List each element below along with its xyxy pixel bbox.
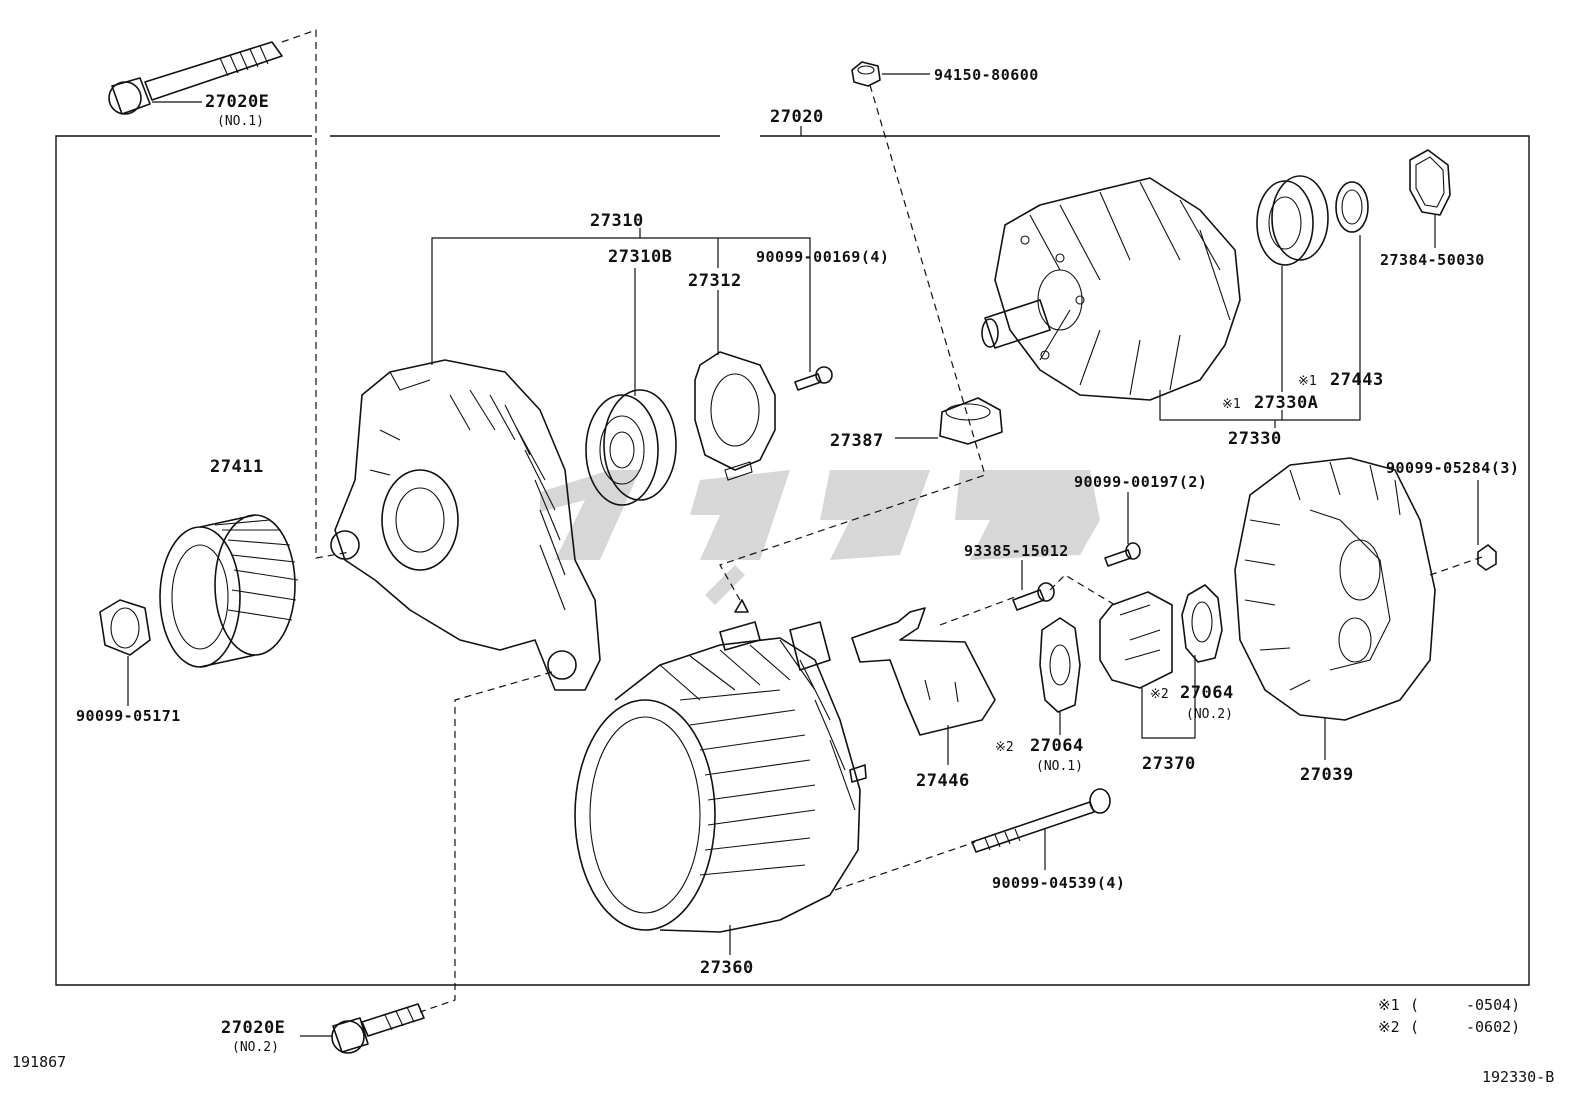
bearing-cover [1335, 181, 1369, 233]
brush-gasket-no1 [1039, 617, 1081, 735]
label-nut-05284: 90099-05284(3) [1386, 459, 1519, 477]
label-brush-gasket-1-sub: (NO.1) [1036, 759, 1083, 774]
label-brush-gasket-2: 27064 [1180, 683, 1234, 703]
brush-gasket-no2 [1181, 584, 1223, 663]
stator-frame [574, 599, 867, 955]
drive-end-bracket [431, 228, 811, 396]
label-bearing-cover: 27443 [1330, 370, 1384, 390]
label-nut-top: 94150-80600 [934, 66, 1039, 84]
label-bolt-bottom: 27020E [221, 1018, 285, 1038]
label-through-bolt: 90099-04539(4) [992, 874, 1125, 892]
label-assembly: 27020 [770, 107, 824, 127]
assembly-frame [55, 126, 1530, 986]
mount-bolt-no1 [108, 41, 283, 115]
label-terminal-insulator: 27446 [916, 771, 970, 791]
screw-00197 [1104, 492, 1141, 567]
label-brush-gasket-2-sub: (NO.2) [1186, 707, 1233, 722]
retainer-screw [794, 366, 833, 391]
label-rear-bearing: 27330A [1254, 393, 1318, 413]
nut-top [851, 61, 930, 87]
label-retainer-plate: 27312 [688, 271, 742, 291]
label-brush-holder: 27370 [1142, 754, 1196, 774]
pulley [159, 514, 299, 668]
through-bolt [971, 788, 1111, 870]
label-bearing-cover-mark: ※1 [1298, 374, 1317, 389]
label-drive-end-frame: 27310 [590, 211, 644, 231]
part-labels: 27020 27020E (NO.1) 94150-80600 27310 27… [76, 66, 1519, 1055]
rotor-bracket [1159, 235, 1361, 428]
watermark-logo [540, 470, 1100, 605]
label-seal: 27387 [830, 431, 884, 451]
seal-27387 [895, 397, 1003, 445]
rear-bearing [1256, 175, 1329, 266]
label-retainer-screw: 90099-00169(4) [756, 248, 889, 266]
reference-code: 192330-B [1482, 1068, 1554, 1086]
label-bolt-top: 27020E [205, 92, 269, 112]
footnote-1-mark: ※1 [1378, 996, 1400, 1014]
footnote-1-range: -0504) [1466, 996, 1520, 1014]
footnote-1-open: ( [1410, 996, 1419, 1014]
label-screw-00197: 90099-00197(2) [1074, 473, 1207, 491]
illustration-number: 191867 [12, 1053, 66, 1071]
brush-holder [1099, 591, 1196, 739]
gasket-ring [1409, 149, 1451, 248]
label-bolt-15012: 93385-15012 [964, 542, 1069, 560]
label-pulley-nut: 90099-05171 [76, 707, 181, 725]
label-brush-gasket-2-mark: ※2 [1150, 687, 1169, 702]
bolt-15012 [1012, 560, 1055, 611]
rotor-assembly [981, 177, 1241, 401]
label-rear-cover: 27039 [1300, 765, 1354, 785]
label-brush-gasket-1-mark: ※2 [995, 740, 1014, 755]
label-gasket-ring: 27384-50030 [1380, 251, 1485, 269]
footnotes: ※1 ( -0504) ※2 ( -0602) [1378, 996, 1520, 1036]
label-stator-frame: 27360 [700, 958, 754, 978]
label-bolt-bottom-sub: (NO.2) [232, 1040, 279, 1055]
rear-cover [1234, 457, 1436, 760]
footnote-2-mark: ※2 [1378, 1018, 1400, 1036]
retainer-plate [694, 351, 776, 481]
terminal-insulator [851, 607, 996, 765]
label-front-bearing: 27310B [608, 247, 672, 267]
nut-05284 [1477, 480, 1497, 571]
label-rotor: 27330 [1228, 429, 1282, 449]
label-pulley: 27411 [210, 457, 264, 477]
label-bolt-top-sub: (NO.1) [217, 114, 264, 129]
label-rear-bearing-mark: ※1 [1222, 397, 1241, 412]
drive-end-frame [330, 359, 601, 691]
footnote-2-open: ( [1410, 1018, 1419, 1036]
dashed-guide-lines [281, 29, 1483, 1013]
mount-bolt-no2 [300, 1003, 425, 1054]
footnote-2-range: -0602) [1466, 1018, 1520, 1036]
label-brush-gasket-1: 27064 [1030, 736, 1084, 756]
front-bearing [585, 389, 677, 506]
pulley-nut [99, 599, 151, 706]
